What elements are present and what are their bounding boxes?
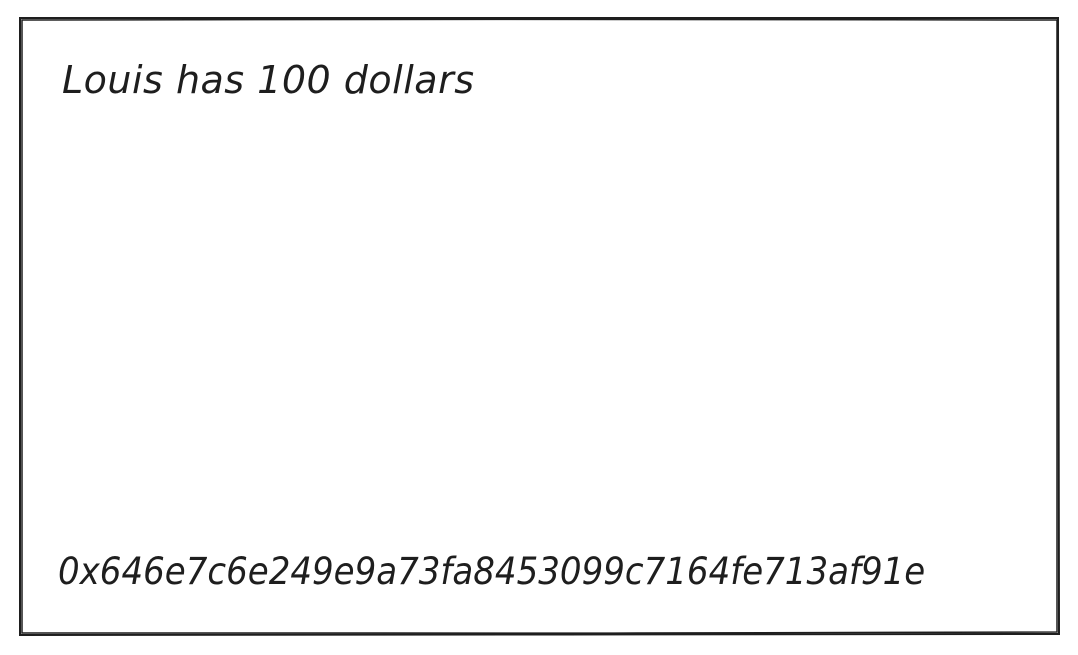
hash-text: 0x646e7c6e249e9a73fa8453099c7164fe713af9… [58,550,926,593]
statement-text: Louis has 100 dollars [62,58,475,102]
